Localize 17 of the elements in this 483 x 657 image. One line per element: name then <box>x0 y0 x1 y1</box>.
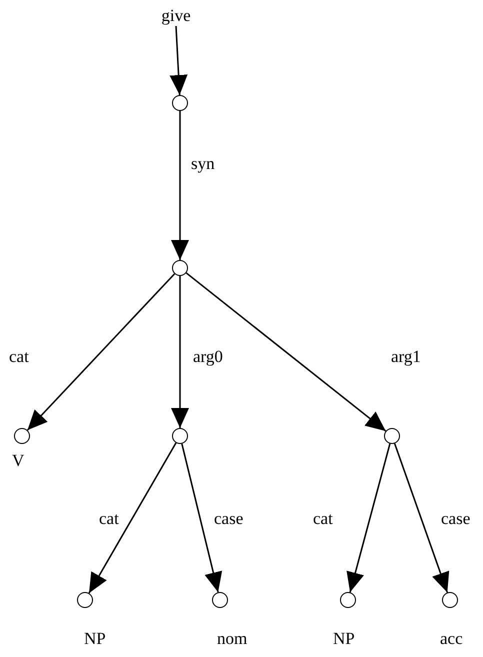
arrow <box>181 444 222 592</box>
arrow <box>346 444 391 592</box>
arrow <box>394 443 450 593</box>
arrow <box>171 111 189 260</box>
node-label: give <box>161 6 191 24</box>
arrow <box>26 273 176 431</box>
edge-label: arg1 <box>390 348 422 365</box>
edge-label: arg0 <box>192 348 224 365</box>
arrow <box>186 272 386 432</box>
value-label: NP <box>84 630 106 647</box>
value-label: acc <box>440 630 463 647</box>
arrow <box>170 26 188 96</box>
value-label: nom <box>217 630 248 647</box>
arrow <box>88 442 177 594</box>
value-label: V <box>12 452 24 469</box>
value-label: NP <box>333 630 355 647</box>
arrow <box>171 276 189 428</box>
